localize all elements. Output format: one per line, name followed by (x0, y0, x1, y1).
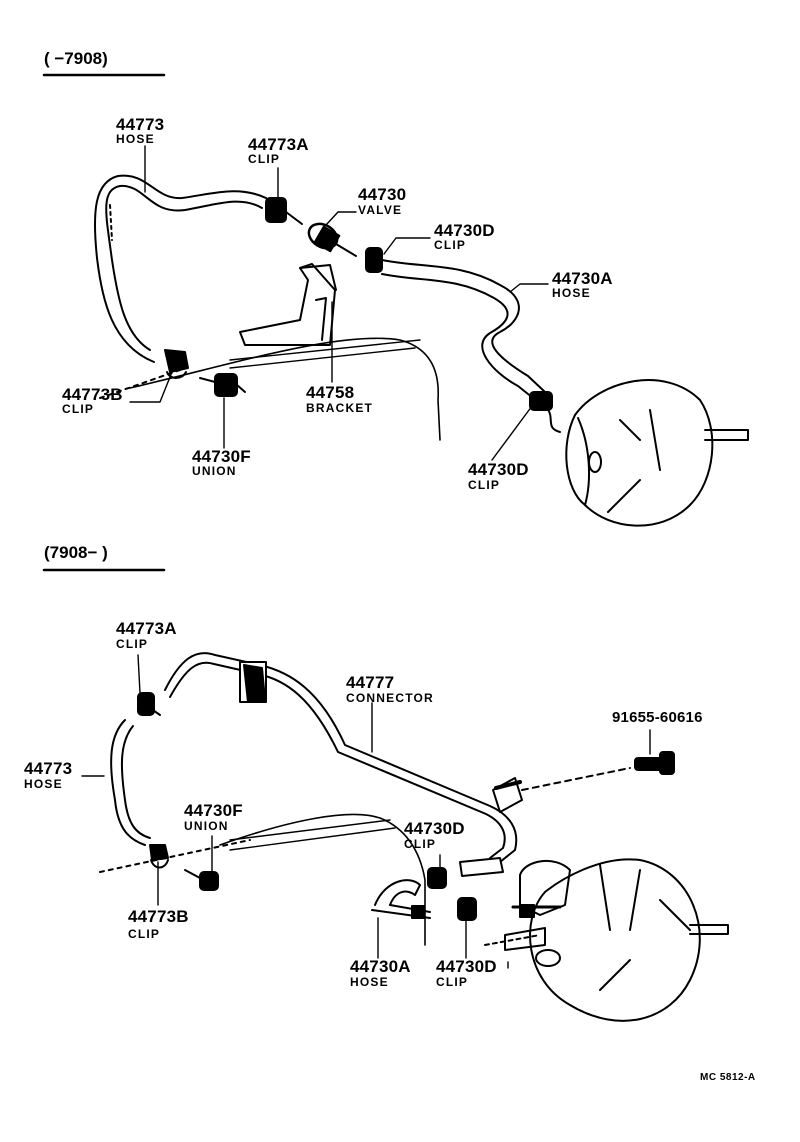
top-hose-44773-name: HOSE (116, 132, 155, 146)
top-union-44730f (199, 373, 246, 397)
bottom-union-44730f-part: 44730F (184, 801, 243, 820)
bottom-bolt-91655-60616-part: 91655-60616 (612, 709, 703, 726)
bottom-connector-44777 (164, 652, 518, 877)
top-clip-44773a-name: CLIP (248, 152, 281, 166)
bottom-hose-44730a-name: HOSE (350, 975, 389, 989)
top-hose-44773-part: 44773 (116, 115, 165, 134)
bottom-hose-44773-name: HOSE (24, 777, 63, 791)
bottom-clip-44773a-name: CLIP (116, 637, 149, 651)
top-clip-44773b-name: CLIP (62, 402, 95, 416)
top-valve-44730 (285, 211, 357, 257)
top-clip-44730d-a-part: 44730D (434, 221, 495, 240)
top-hose-44730a-name: HOSE (552, 286, 591, 300)
top-valve-44730-part: 44730 (358, 185, 407, 204)
top-valve-44730-name: VALVE (358, 203, 403, 217)
top-brake-booster (565, 379, 749, 527)
period-header-early: ( −7908) (44, 49, 108, 68)
bottom-clip-44730d-a-part: 44730D (404, 819, 465, 838)
bottom-bolt-91655-60616 (521, 751, 675, 791)
bottom-union-44730f-name: UNION (184, 819, 229, 833)
bottom-clip-44773b-name: CLIP (128, 927, 161, 941)
top-hose-44730a (381, 259, 546, 399)
bottom-hose-44773-part: 44773 (24, 759, 73, 778)
bottom-hose-44730a-part: 44730A (350, 957, 411, 976)
top-bracket-44758-part: 44758 (306, 383, 355, 402)
bottom-clip-44730d-a-name: CLIP (404, 837, 437, 851)
top-bracket-44758 (239, 263, 337, 346)
bottom-clip-44730d-b-part: 44730D (436, 957, 497, 976)
top-hose-44773 (93, 174, 267, 363)
top-clip-44730d-a-name: CLIP (434, 238, 467, 252)
bottom-clip-44730d-b-name: CLIP (436, 975, 469, 989)
top-clip-44773b-part: 44773B (62, 385, 123, 404)
top-clip-44730d-b-part: 44730D (468, 460, 529, 479)
top-union-44730f-part: 44730F (192, 447, 251, 466)
top-bracket-44758-name: BRACKET (306, 401, 374, 415)
bottom-clip-44773b-part: 44773B (128, 907, 189, 926)
period-header-late: (7908− ) (44, 543, 108, 562)
top-clip-44773a-part: 44773A (248, 135, 309, 154)
bottom-brake-booster (484, 858, 729, 1022)
bottom-clip-44773a-part: 44773A (116, 619, 177, 638)
bottom-hose-44730a (371, 879, 431, 919)
top-hose-44730a-part: 44730A (552, 269, 613, 288)
bottom-connector-44777-name: CONNECTOR (346, 691, 434, 705)
diagram-code: MC 5812-A (700, 1072, 756, 1083)
top-clip-44730d-b-name: CLIP (468, 478, 501, 492)
bottom-connector-44777-part: 44777 (346, 673, 395, 692)
top-union-44730f-name: UNION (192, 464, 237, 478)
bottom-hose-44773 (110, 719, 151, 846)
